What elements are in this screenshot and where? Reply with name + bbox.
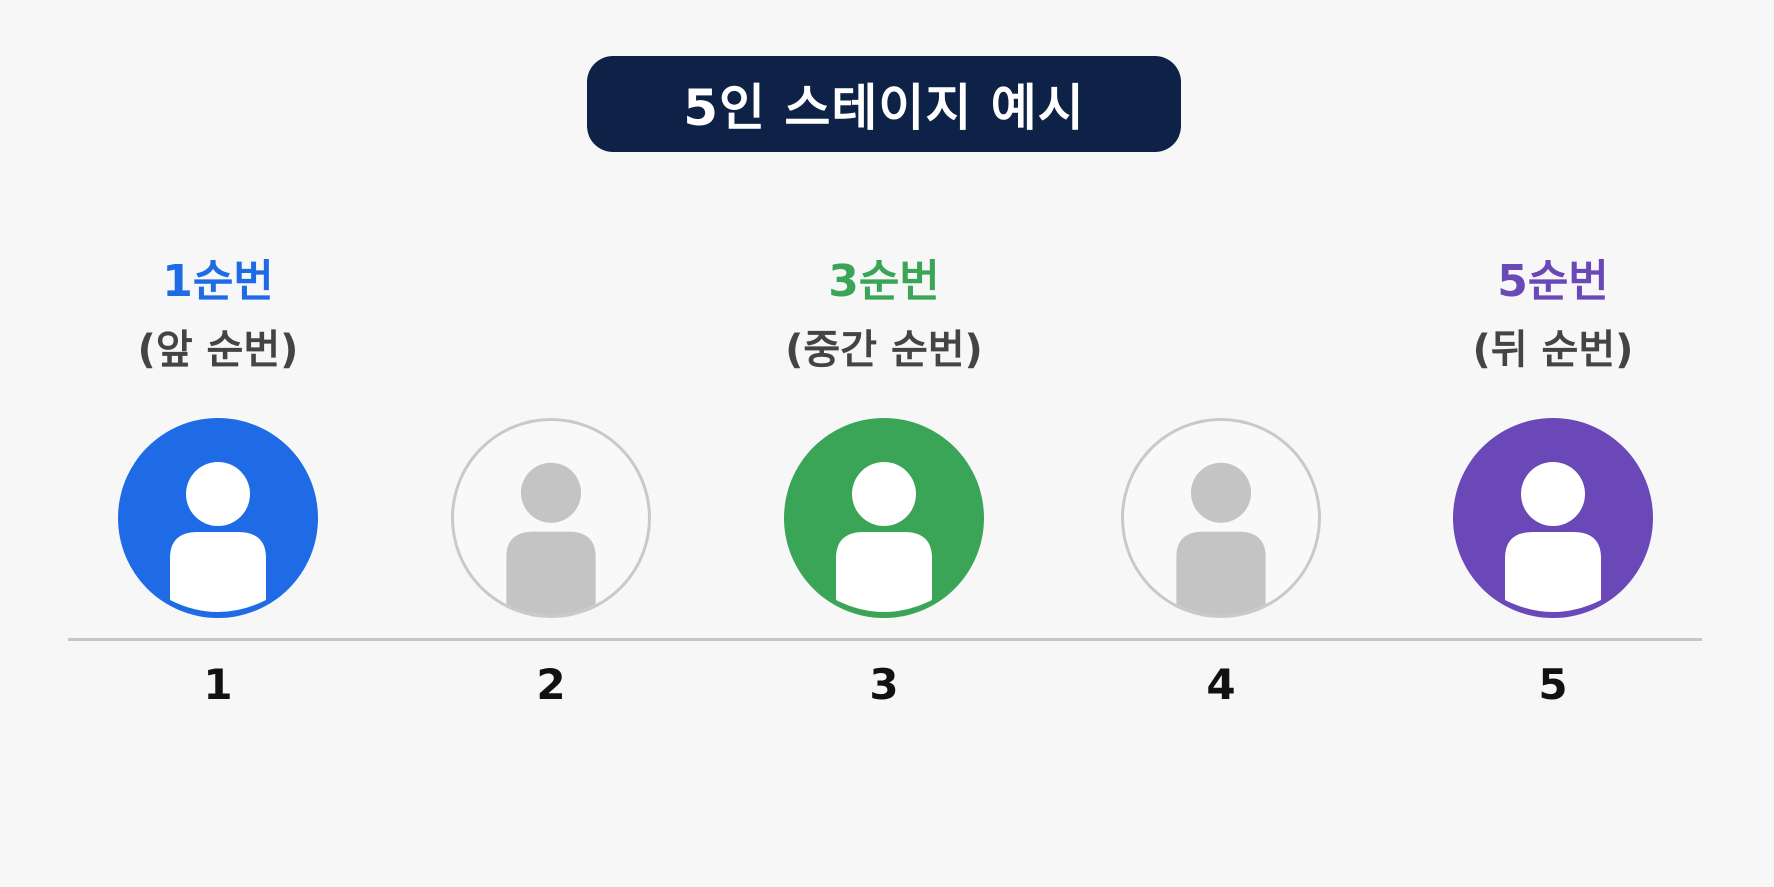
position-number-2: 2 xyxy=(536,660,566,709)
position-number-3: 3 xyxy=(869,660,899,709)
highlight-sub-1: (앞 순번) xyxy=(137,327,299,373)
person-icon xyxy=(1505,462,1601,612)
avatar-3 xyxy=(784,418,984,618)
highlight-label-1: 1순번 xyxy=(162,256,274,307)
avatar-1 xyxy=(118,418,318,618)
title-badge: 5인 스테이지 예시 xyxy=(587,56,1181,152)
avatar-5 xyxy=(1453,418,1653,618)
person-icon xyxy=(506,462,596,615)
avatar-4 xyxy=(1121,418,1321,618)
highlight-sub-3: (중간 순번) xyxy=(785,327,983,373)
person-icon xyxy=(1176,462,1266,615)
person-icon xyxy=(170,462,266,612)
highlight-sub-5: (뒤 순번) xyxy=(1472,327,1634,373)
diagram-title: 5인 스테이지 예시 xyxy=(683,79,1085,137)
position-number-5: 5 xyxy=(1538,660,1568,709)
highlight-label-5: 5순번 xyxy=(1497,256,1609,307)
stage-line xyxy=(68,638,1702,641)
position-number-1: 1 xyxy=(203,660,233,709)
position-number-4: 4 xyxy=(1206,660,1236,709)
avatar-2 xyxy=(451,418,651,618)
highlight-label-3: 3순번 xyxy=(828,256,940,307)
person-icon xyxy=(836,462,932,612)
